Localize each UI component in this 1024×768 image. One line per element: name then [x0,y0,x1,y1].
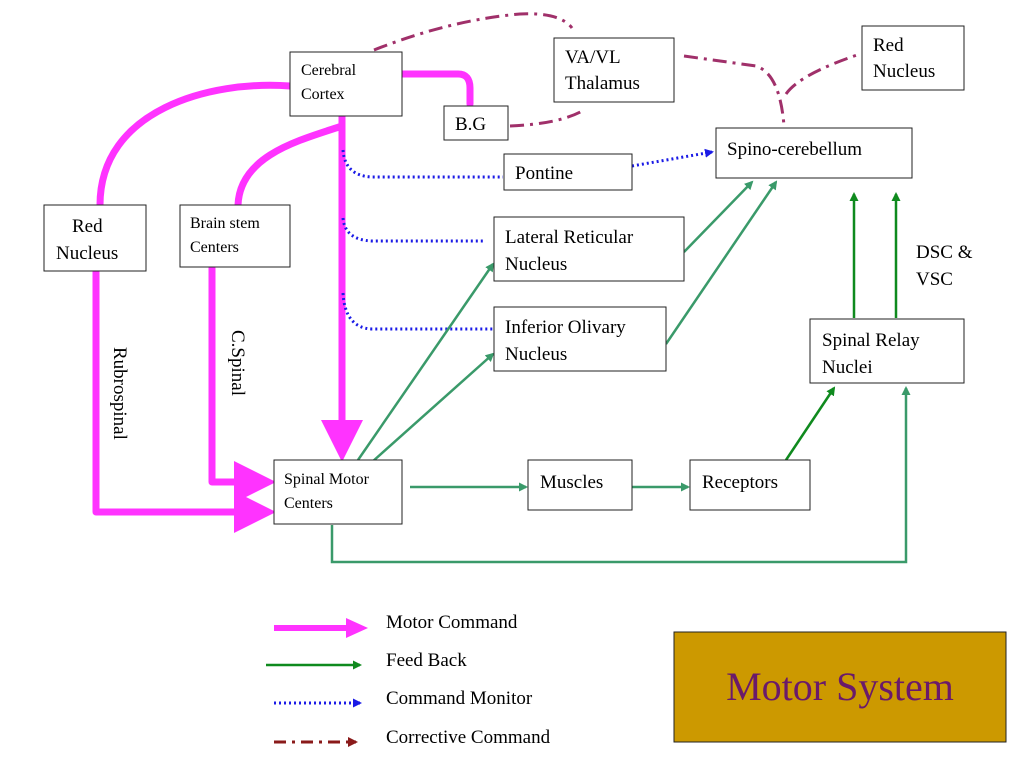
spino-cerebellum-box: Spino-cerebellum [715,127,913,179]
lateral-reticular-line1: Lateral Reticular [505,227,634,248]
red-nucleus-top-line1: Red [873,35,904,56]
legend-corrective-label: Corrective Command [386,727,551,748]
legend-command-monitor: Command Monitor [274,688,533,709]
brain-stem-centers-line2: Centers [190,239,239,256]
legend-motor-command: Motor Command [274,612,518,638]
corrective-cerebellum-to-red-nucleus [784,52,861,95]
spinal-motor-line1: Spinal Motor [284,471,370,488]
inferior-olivary-line2: Nucleus [505,344,567,365]
spinal-relay-nuclei-box: Spinal Relay Nuclei [809,318,965,384]
monitor-to-inferior-olivary [341,292,495,331]
legend-feed-back: Feed Back [266,650,467,671]
muscles-box: Muscles [527,459,633,511]
cerebral-cortex-box: Cerebral Cortex [289,51,403,117]
motor-cortex-to-bg [398,70,474,108]
c-spinal-label: C.Spinal [227,330,248,396]
red-nucleus-top-line2: Nucleus [873,61,935,82]
legend-corrective-command: Corrective Command [274,727,551,748]
feedback-spinal-loop-to-relay [330,386,911,564]
dsc-vsc-line1: DSC & [916,242,973,263]
motor-cortex-to-brain-stem [234,122,346,209]
pontine-box: Pontine [503,153,633,191]
feedback-spinal-to-lateral-reticular [356,262,495,461]
monitor-to-lateral-reticular [341,217,484,243]
dsc-vsc-line2: VSC [916,269,953,290]
connections [92,12,911,564]
corrective-thalamus-to-cerebellum [683,54,786,127]
motor-cortex-to-red-nucleus [96,81,294,209]
bg-box: B.G [443,105,509,141]
receptors-box: Receptors [689,459,811,511]
legend-monitor-label: Command Monitor [386,688,533,709]
title-box: Motor System [673,631,1007,743]
inferior-olivary-nucleus-box: Inferior Olivary Nucleus [493,306,667,372]
va-vl-thalamus-line2: Thalamus [565,73,640,94]
spinal-motor-line2: Centers [284,495,333,512]
pontine-label: Pontine [515,163,573,184]
motor-rubrospinal-tract [92,268,276,533]
motor-corticospinal-tract [208,264,276,503]
feedback-lateral-reticular-to-cerebellum [683,180,754,253]
red-nucleus-top-box: Red Nucleus [861,25,965,91]
legend: Motor Command Feed Back Command Monitor … [266,612,551,748]
monitor-to-pontine [341,149,503,179]
brain-stem-centers-box: Brain stem Centers [179,204,291,268]
title-label: Motor System [726,664,954,709]
red-nucleus-left-box: Red Nucleus [43,204,147,272]
cerebral-cortex-line2: Cortex [301,86,345,103]
corrective-bg-to-thalamus [509,108,585,128]
rubrospinal-label: Rubrospinal [109,347,130,440]
lateral-reticular-nucleus-box: Lateral Reticular Nucleus [493,216,685,282]
legend-feedback-label: Feed Back [386,650,467,671]
va-vl-thalamus-box: VA/VL Thalamus [553,37,675,103]
monitor-pontine-to-spino-cerebellum [631,148,714,168]
spinal-motor-centers-box: Spinal Motor Centers [273,459,403,525]
red-nucleus-left-line1: Red [72,216,103,237]
spino-cerebellum-label: Spino-cerebellum [727,139,862,160]
spinal-relay-line1: Spinal Relay [822,330,920,351]
va-vl-thalamus-line1: VA/VL [565,47,621,68]
feedback-receptors-to-relay [784,386,836,461]
spinal-relay-line2: Nuclei [822,357,873,378]
lateral-reticular-line2: Nucleus [505,254,567,275]
red-nucleus-left-line2: Nucleus [56,243,118,264]
inferior-olivary-line1: Inferior Olivary [505,317,626,338]
feedback-spinal-to-inferior-olivary [371,352,495,463]
cerebral-cortex-line1: Cerebral [301,62,357,79]
legend-motor-label: Motor Command [386,612,518,633]
legend-motor-arrowhead [346,618,368,638]
receptors-label: Receptors [702,472,778,493]
brain-stem-centers-line1: Brain stem [190,215,260,232]
feedback-inferior-olivary-to-cerebellum [664,180,778,345]
corrective-cortex-to-thalamus [373,12,574,52]
bg-label: B.G [455,114,486,135]
muscles-label: Muscles [540,472,603,493]
